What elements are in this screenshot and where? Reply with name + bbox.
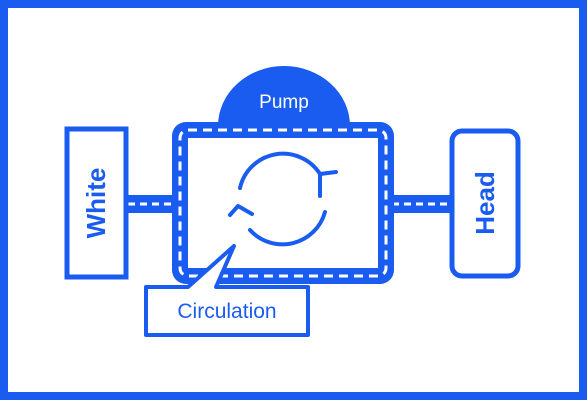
arrow-arc-top [238,151,322,190]
circulation-tank [172,122,394,284]
head-label: Head [470,171,500,235]
circular-arrows-icon [228,151,338,247]
callout-label: Circulation [177,300,276,323]
pump-label: Pump [259,92,309,113]
arrow-head-bottom [228,204,254,217]
right-connector [390,195,452,213]
left-connector [126,195,176,213]
pump-node: Pump [218,66,350,126]
arrow-arc-bottom [248,210,327,247]
pump-dome [218,66,350,126]
circulation-callout: Circulation [144,244,310,337]
tank-dashed-loop [178,128,388,278]
callout-box [144,244,310,337]
tank-inner [188,138,378,268]
arrow-head-top [318,170,338,198]
white-block: White [64,126,129,280]
left-pipe [126,195,176,213]
white-label: White [81,168,111,239]
white-box [64,126,129,280]
head-box [449,128,521,279]
head-block: Head [449,128,521,279]
